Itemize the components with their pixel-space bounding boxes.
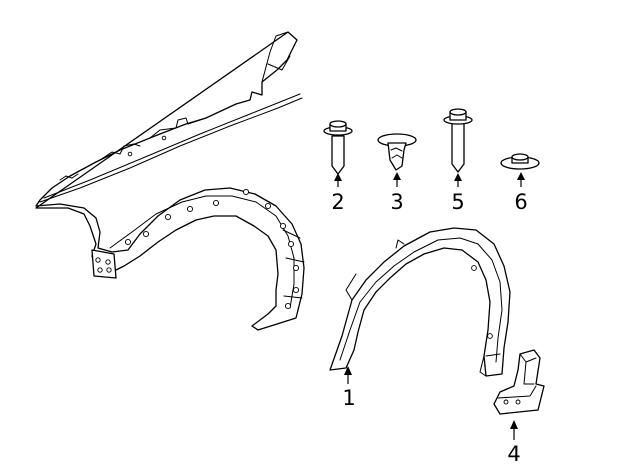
callout-1: 1 [342,386,355,410]
fender [35,31,305,331]
bolt-part-5 [443,108,473,173]
clip-nut-part-6 [500,153,540,170]
callout-4: 4 [507,442,520,466]
bolt-part-2 [323,120,353,175]
callout-5: 5 [451,190,464,214]
leader-lines [334,172,525,440]
callout-2: 2 [331,190,344,214]
callout-6: 6 [514,190,527,214]
splash-shield [493,349,545,415]
callout-3: 3 [390,190,403,214]
wheel-flare [329,227,511,377]
push-retainer-part-3 [377,133,417,171]
